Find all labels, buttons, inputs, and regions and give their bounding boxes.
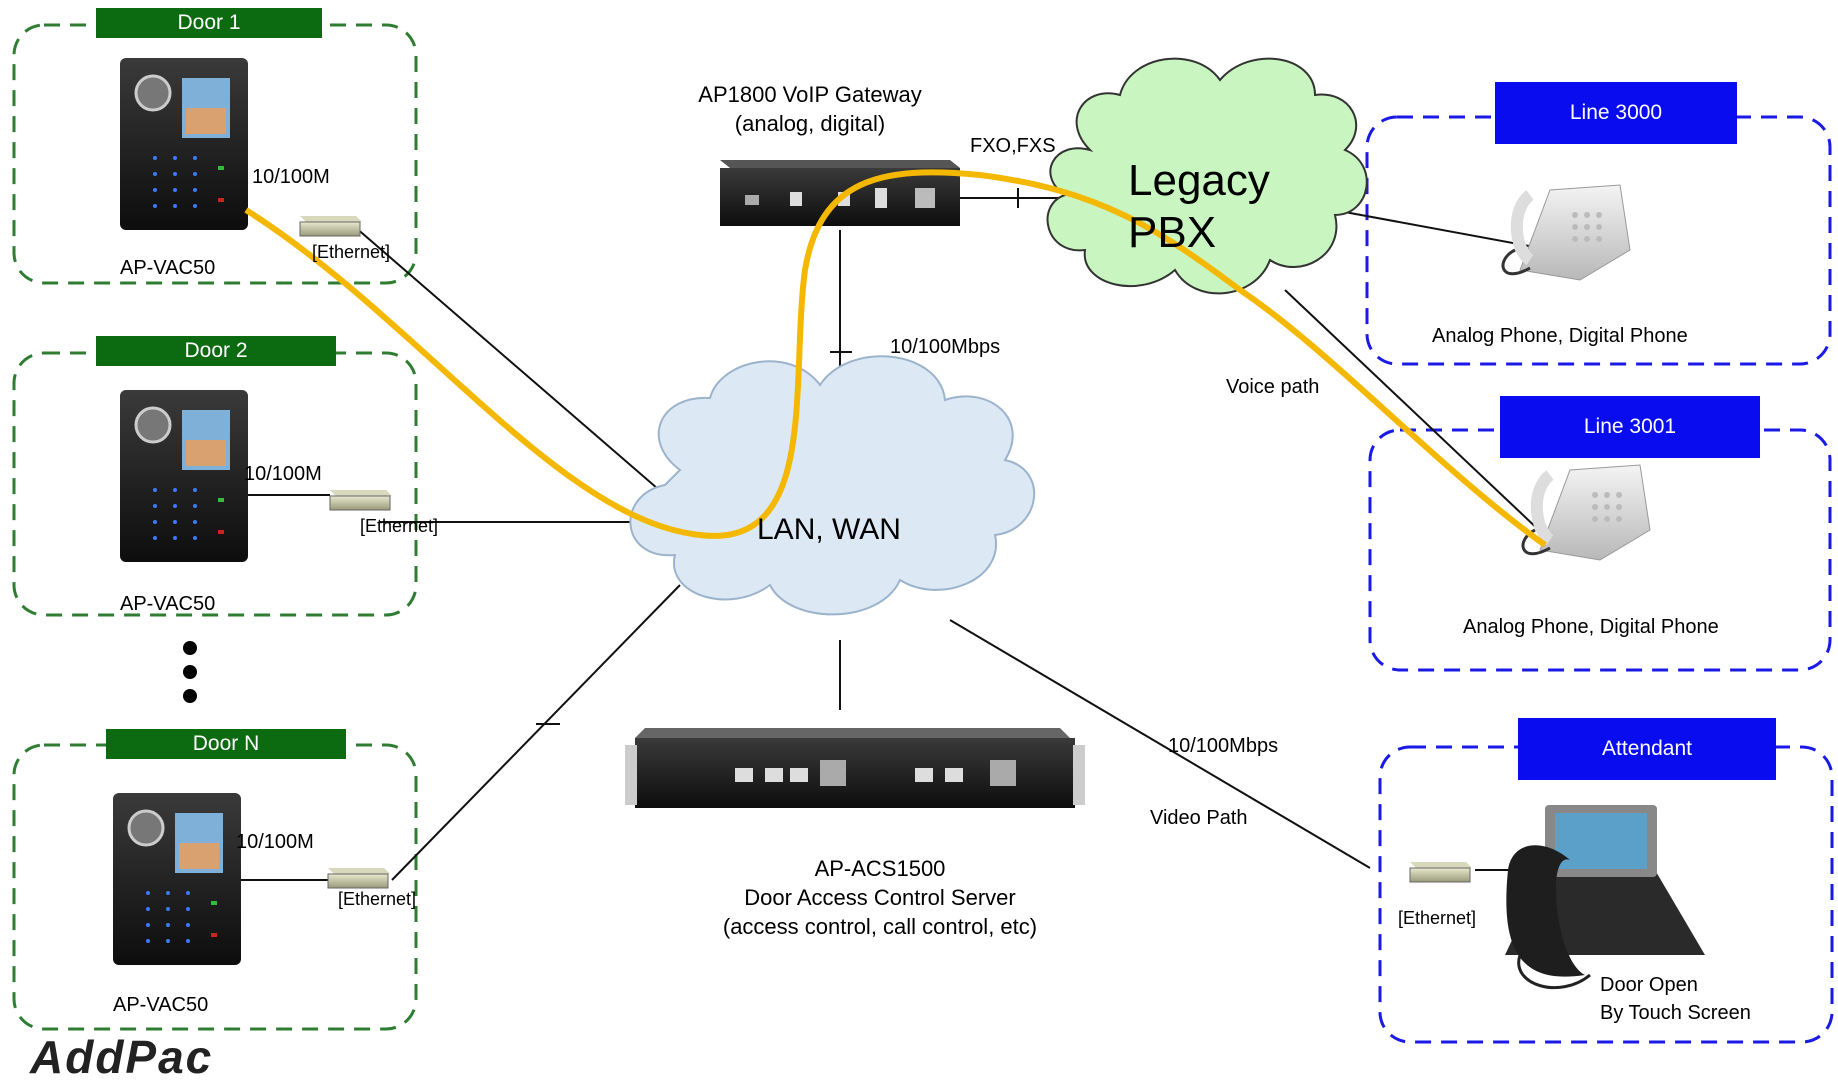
attendant-switch-label: [Ethernet] — [1398, 908, 1477, 928]
attendant-caption-line1: Door Open — [1600, 974, 1698, 996]
door-n-ethernet-switch — [327, 868, 390, 889]
door-1-ethernet-switch — [299, 216, 362, 237]
line-3001-caption: Analog Phone, Digital Phone — [1463, 616, 1719, 638]
ethernet-switches — [299, 216, 1472, 889]
gateway-title-line1: AP1800 VoIP Gateway — [698, 82, 922, 107]
ap-acs1500-server — [625, 728, 1085, 808]
line-3001-tag: Line 3001 — [1500, 396, 1760, 458]
gateway-link-label: 10/100Mbps — [890, 336, 1001, 358]
door-n-intercom-panel — [113, 793, 241, 965]
door-2-device-label: AP-VAC50 — [120, 593, 216, 615]
legacy-pbx-line2: PBX — [1128, 208, 1217, 257]
door-n-tag: Door N — [106, 729, 346, 759]
gateway-title-line2: (analog, digital) — [734, 111, 886, 136]
door-n-link-label: 10/100M — [236, 831, 314, 853]
door-2-tag: Door 2 — [96, 336, 336, 366]
door-n-switch-label: [Ethernet] — [338, 889, 417, 909]
door-n-device-label: AP-VAC50 — [113, 994, 209, 1016]
connections — [240, 188, 1580, 881]
door-1-device-label: AP-VAC50 — [120, 257, 216, 279]
legacy-pbx-label: Legacy PBX — [1128, 155, 1270, 259]
server-label-line1: AP-ACS1500 — [814, 856, 946, 881]
gateway-port-label: FXO,FXS — [970, 135, 1056, 157]
attendant-caption-line2: By Touch Screen — [1600, 1002, 1751, 1024]
attendant-caption: Door Open By Touch Screen — [1600, 971, 1751, 1027]
voice-path-label: Voice path — [1226, 376, 1320, 398]
door-1-intercom-panel — [120, 58, 248, 230]
server-label-line3: (access control, call control, etc) — [722, 914, 1038, 939]
server-label: AP-ACS1500 Door Access Control Server (a… — [690, 854, 1070, 941]
video-link-label: 10/100Mbps — [1168, 735, 1279, 757]
legacy-pbx-line1: Legacy — [1128, 156, 1270, 205]
server-label-line2: Door Access Control Server — [744, 885, 1016, 910]
lan-wan-label: LAN, WAN — [757, 513, 901, 546]
door-2-switch-label: [Ethernet] — [360, 516, 439, 536]
addpac-logo: AddPac — [30, 1031, 214, 1083]
line-3000-frame — [1365, 115, 1832, 366]
attendant-ethernet-switch — [1409, 862, 1472, 883]
line-3000-analog-phone — [1501, 184, 1631, 281]
more-doors-ellipsis — [183, 641, 197, 703]
door-panels — [113, 58, 248, 965]
line-3001-frame — [1368, 428, 1832, 672]
door-2-intercom-panel — [120, 390, 248, 562]
attendant-tag: Attendant — [1518, 718, 1776, 780]
legacy-pbx-cloud — [1046, 57, 1368, 295]
line-3000-caption: Analog Phone, Digital Phone — [1432, 325, 1688, 347]
door-1-tag: Door 1 — [96, 8, 322, 38]
attendant-video-phone — [1505, 805, 1705, 990]
line-3000-tag: Line 3000 — [1495, 82, 1737, 144]
gateway-title: AP1800 VoIP Gateway (analog, digital) — [660, 80, 960, 138]
door-1-switch-label: [Ethernet] — [312, 242, 391, 262]
door-1-link-label: 10/100M — [252, 166, 330, 188]
door-2-link-label: 10/100M — [244, 463, 322, 485]
video-path-label: Video Path — [1150, 807, 1248, 829]
network-diagram — [12, 23, 1834, 1044]
door-2-ethernet-switch — [329, 490, 392, 511]
voice-path — [244, 169, 1547, 548]
lan-wan-cloud — [629, 355, 1036, 616]
analog-phones — [1501, 184, 1651, 561]
